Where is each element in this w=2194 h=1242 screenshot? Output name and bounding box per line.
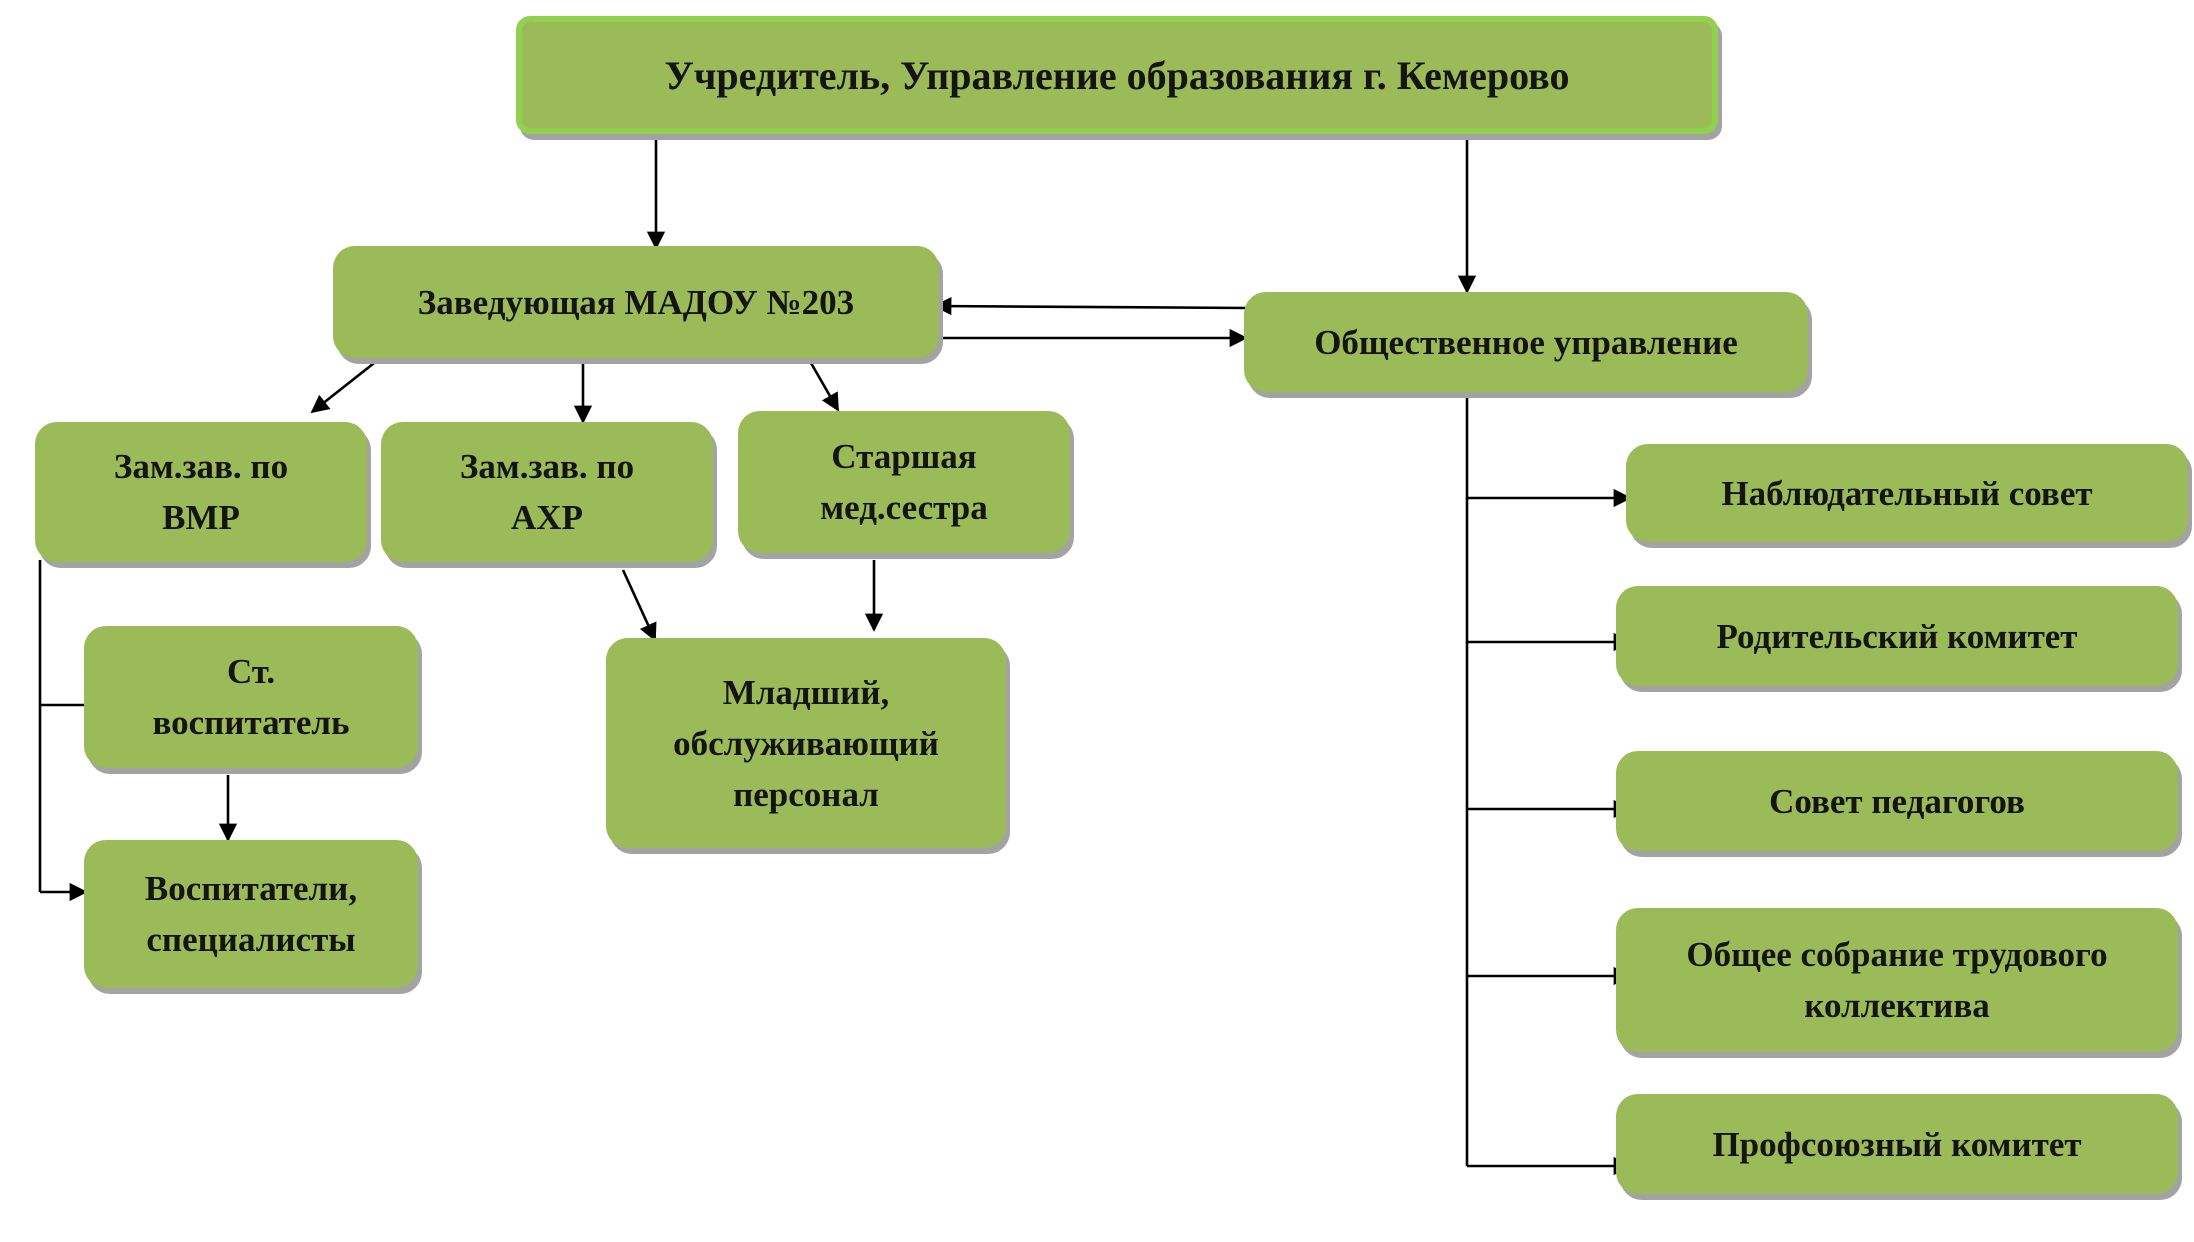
node-deputy-vmr-label: Зам.зав. по ВМР: [113, 447, 289, 537]
node-parent-committee-label: Родительский комитет: [1716, 616, 2078, 656]
node-general-meeting-label: Общее собрание трудового коллектива: [1686, 935, 2108, 1025]
node-senior-educator-label: Ст. воспитатель: [152, 652, 350, 742]
node-junior-staff-label: Младший, обслуживающий персонал: [673, 672, 939, 814]
node-deputy-vmr: Зам.зав. по ВМР: [35, 422, 367, 562]
node-senior-educator: Ст. воспитатель: [84, 626, 418, 768]
node-deputy-ahr-label: Зам.зав. по АХР: [459, 447, 635, 537]
node-public-governance-label: Общественное управление: [1314, 322, 1738, 362]
arrow-head-vmr: [310, 354, 384, 414]
arrow-ahr-junior: [621, 569, 657, 642]
node-teachers-council: Совет педагогов: [1616, 751, 2178, 851]
node-head-label: Заведующая МАДОУ №203: [417, 282, 855, 322]
node-senior-nurse: Старшая мед.сестра: [738, 411, 1070, 553]
node-senior-nurse-label: Старшая мед.сестра: [820, 437, 988, 527]
node-public-governance: Общественное управление: [1244, 292, 1808, 392]
arrow-public-head: [933, 297, 1249, 316]
node-founder: Учредитель, Управление образования г. Ке…: [516, 16, 1718, 134]
arrow-head-nurse: [805, 355, 840, 412]
node-educators: Воспитатели, специалисты: [84, 840, 418, 988]
node-supervisory-board-label: Наблюдательный совет: [1721, 473, 2093, 513]
node-junior-staff: Младший, обслуживающий персонал: [606, 638, 1006, 848]
node-trade-union: Профсоюзный комитет: [1616, 1094, 2178, 1194]
node-teachers-council-label: Совет педагогов: [1769, 781, 2025, 821]
node-educators-label: Воспитатели, специалисты: [144, 869, 358, 959]
node-parent-committee: Родительский комитет: [1616, 586, 2178, 686]
node-supervisory-board: Наблюдательный совет: [1626, 444, 2188, 542]
node-trade-union-label: Профсоюзный комитет: [1712, 1124, 2082, 1164]
node-deputy-ahr: Зам.зав. по АХР: [381, 422, 713, 562]
node-head: Заведующая МАДОУ №203: [333, 246, 939, 358]
node-general-meeting: Общее собрание трудового коллектива: [1616, 908, 2178, 1052]
node-founder-label: Учредитель, Управление образования г. Ке…: [664, 52, 1570, 98]
